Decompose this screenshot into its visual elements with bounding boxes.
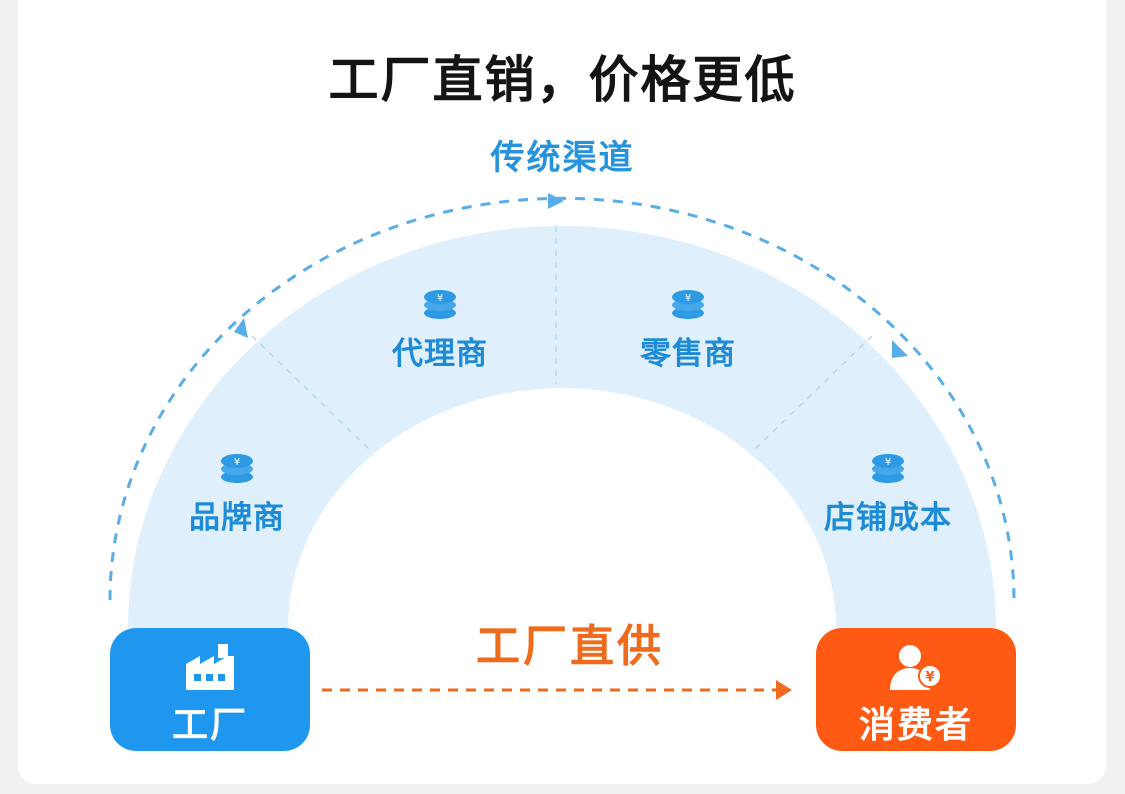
- svg-text:¥: ¥: [885, 457, 891, 468]
- direct-supply-label: 工厂直供: [476, 621, 664, 672]
- stage-label-retailer: 零售商: [640, 336, 736, 372]
- direct-arrowhead: [776, 680, 792, 700]
- consumer-label: 消费者: [858, 705, 973, 746]
- svg-text:¥: ¥: [234, 457, 240, 468]
- page-title: 工厂直销，价格更低: [328, 51, 797, 109]
- traditional-channel-arrow: [108, 196, 1016, 601]
- arch-dividers: [251, 226, 873, 453]
- coin-stack-icon: ¥: [424, 290, 456, 319]
- consumer-node: ¥ 消费者: [816, 628, 1016, 751]
- coin-stack-icon: ¥: [872, 454, 904, 483]
- arc-arrowhead-1: [234, 318, 248, 338]
- factory-icon: [186, 644, 234, 690]
- coin-stack-icon: ¥: [221, 454, 253, 483]
- coin-stack-icon: ¥: [672, 290, 704, 319]
- arc-arrowhead-2: [548, 193, 564, 209]
- stage-agent: ¥ 代理商: [340, 286, 540, 373]
- factory-label: 工厂: [171, 705, 248, 746]
- factory-node: 工厂: [110, 628, 310, 751]
- traditional-channel-arch: [128, 226, 996, 628]
- stage-label-agent: 代理商: [392, 336, 488, 372]
- svg-text:¥: ¥: [685, 293, 691, 304]
- arc-arrowhead-3: [892, 340, 908, 358]
- svg-text:¥: ¥: [925, 670, 934, 685]
- stage-retailer: ¥ 零售商: [588, 286, 788, 373]
- traditional-channel-label: 传统渠道: [490, 138, 635, 178]
- user-yuan-icon: ¥: [890, 645, 942, 690]
- stage-label-brand: 品牌商: [189, 500, 285, 536]
- stage-brand: ¥ 品牌商: [137, 450, 337, 537]
- svg-text:¥: ¥: [437, 293, 443, 304]
- stage-store-cost: ¥ 店铺成本: [788, 450, 988, 537]
- stage-label-store-cost: 店铺成本: [824, 500, 952, 536]
